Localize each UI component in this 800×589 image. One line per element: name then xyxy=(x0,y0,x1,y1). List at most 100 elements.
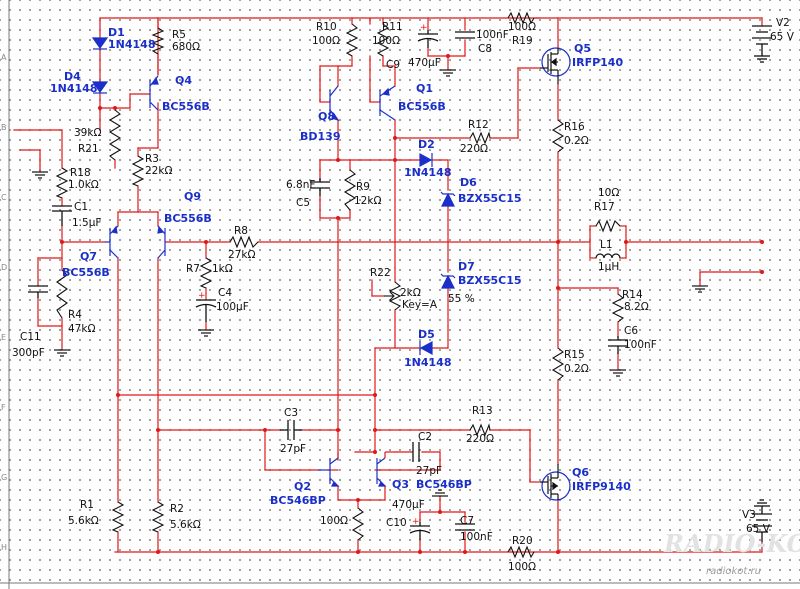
ground-output xyxy=(692,285,708,293)
label-r18-value: 1.0kΩ xyxy=(68,179,99,191)
label-d4-ref: D4 xyxy=(64,70,81,83)
label-l1-value: 1µH xyxy=(598,261,619,273)
label-r1-value: 5.6kΩ xyxy=(68,515,99,527)
svg-text:+: + xyxy=(420,23,428,33)
label-q3-ref: Q3 xyxy=(392,478,409,491)
label-c3-value: 27pF xyxy=(280,443,306,455)
frame-row-labels: A B C D E F G H xyxy=(1,53,7,552)
label-r12-ref: R12 xyxy=(468,119,489,131)
q3-symbol xyxy=(376,457,387,487)
c10-symbol xyxy=(409,522,431,540)
v3-battery xyxy=(752,499,772,542)
label-r21-ref: R21 xyxy=(78,143,99,155)
watermark-site: radiokot.ru xyxy=(706,566,761,577)
label-d6-value: BZX55C15 xyxy=(458,192,522,205)
r22-zigzag xyxy=(388,281,402,311)
svg-text:+: + xyxy=(412,517,420,527)
label-c1-value: 1.5µF xyxy=(72,217,101,229)
label-r21-value: 39kΩ xyxy=(74,127,101,139)
label-r16-value: 0.2Ω xyxy=(564,135,589,147)
d2-symbol xyxy=(419,152,433,168)
frame-label-f: F xyxy=(1,403,6,412)
label-c8-value: 100nF xyxy=(476,29,509,41)
label-q9-value: BC556B xyxy=(164,212,212,225)
label-r14-value: 8.2Ω xyxy=(624,301,649,313)
label-q8-value: BD139 xyxy=(300,130,340,143)
junction-dots xyxy=(60,54,764,554)
label-q1-value: BC556B xyxy=(398,100,446,113)
label-r8-ref: R8 xyxy=(234,225,248,237)
l1-coil xyxy=(595,253,621,259)
v2-battery xyxy=(752,25,772,63)
capacitors xyxy=(28,30,628,540)
label-v3-value: 65 V xyxy=(746,523,771,535)
q1-symbol xyxy=(379,85,396,121)
label-c9-value: 470µF xyxy=(408,57,441,69)
label-r12-value: 220Ω xyxy=(460,143,488,155)
c3-symbol xyxy=(280,420,302,440)
label-r4-value: 47kΩ xyxy=(68,323,95,335)
label-c3-ref: C3 xyxy=(284,407,298,419)
watermark: RADIO-KOT radiokot.ru xyxy=(663,529,800,577)
label-r13-ref: R13 xyxy=(472,405,493,417)
diodes xyxy=(91,37,456,356)
c6-symbol xyxy=(608,336,628,354)
component-labels: D1 1N4148 D4 1N4148 R5 680Ω Q4 BC556B 39… xyxy=(12,17,795,573)
label-v3-ref: V3 xyxy=(742,509,756,521)
label-q7-ref: Q7 xyxy=(80,250,97,263)
r11-zigzag xyxy=(376,23,390,57)
svg-text:+: + xyxy=(198,291,206,301)
wires xyxy=(13,17,763,553)
label-q4-value: BC556B xyxy=(162,100,210,113)
r21-zigzag xyxy=(108,109,122,161)
label-c6-value: 100nF xyxy=(624,339,657,351)
label-r22-ref: R22 xyxy=(370,267,391,279)
ground-r4 xyxy=(54,349,70,357)
label-c2-ref: C2 xyxy=(418,431,432,443)
label-q2-value: BC546BP xyxy=(270,494,326,507)
ground-c4 xyxy=(198,329,214,337)
r9-zigzag xyxy=(343,169,357,211)
label-q7-value: BC556B xyxy=(62,266,110,279)
label-q3-value: BC546BP xyxy=(416,478,472,491)
r7-zigzag xyxy=(199,257,213,289)
label-r7-ref: R7 xyxy=(186,263,200,275)
label-r19-ref: R19 xyxy=(512,35,533,47)
label-q6-ref: Q6 xyxy=(572,466,589,479)
label-c7-value: 100nF xyxy=(460,531,493,543)
label-d2-ref: D2 xyxy=(418,138,435,151)
c7-symbol xyxy=(455,523,475,531)
d4-symbol xyxy=(91,81,109,94)
r17-zigzag xyxy=(595,219,621,233)
label-c7-ref: C7 xyxy=(460,515,474,527)
label-r10-value: 100Ω xyxy=(312,35,340,47)
label-q8-ref: Q8 xyxy=(318,110,335,123)
label-r2-ref: R2 xyxy=(170,503,184,515)
c5-symbol xyxy=(310,178,330,196)
label-r22-percent: 55 % xyxy=(448,293,475,305)
transistor-leads xyxy=(337,451,395,458)
ground-c6 xyxy=(610,369,626,377)
label-d1-value: 1N4148 xyxy=(108,38,155,51)
r5-zigzag xyxy=(151,27,165,55)
label-d7-value: BZX55C15 xyxy=(458,274,522,287)
q9-symbol xyxy=(157,225,166,259)
d5-symbol xyxy=(419,340,433,356)
r3-zigzag xyxy=(131,155,145,187)
r18-zigzag xyxy=(55,167,69,199)
label-d1-ref: D1 xyxy=(108,26,125,39)
d1-symbol xyxy=(91,37,109,50)
r20-zigzag xyxy=(507,545,535,559)
label-c4-ref: C4 xyxy=(218,287,232,299)
label-r22-key: Key=A xyxy=(402,299,438,311)
label-r15-value: 0.2Ω xyxy=(564,363,589,375)
label-r1-ref: R1 xyxy=(80,499,94,511)
watermark-logo: RADIO-KOT xyxy=(663,529,800,558)
frame-label-c: C xyxy=(1,193,7,202)
frame-label-e: E xyxy=(1,333,6,342)
ground-input xyxy=(32,171,48,179)
label-q9-ref: Q9 xyxy=(184,190,201,203)
label-q5-ref: Q5 xyxy=(574,42,591,55)
label-r20-ref: R20 xyxy=(512,535,533,547)
